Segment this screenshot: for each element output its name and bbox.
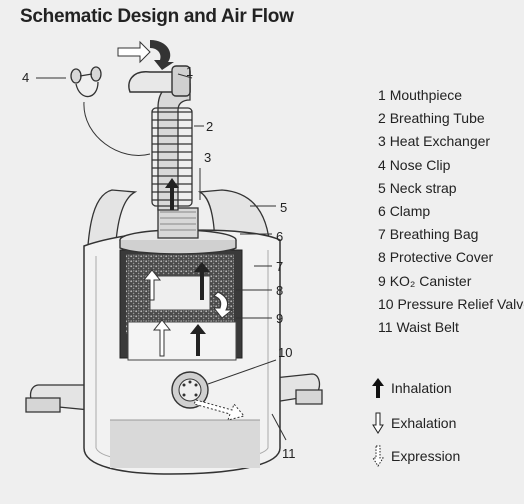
solid-arrow-icon	[372, 378, 384, 398]
callout-11: 11	[282, 446, 296, 461]
callout-1: 1	[186, 64, 194, 79]
legend-item: 11 Waist Belt	[378, 319, 459, 336]
air-flow-arrows	[117, 40, 245, 421]
legend-item: 5 Neck strap	[378, 179, 457, 196]
key-label: Exhalation	[391, 415, 457, 431]
key-inhalation: Inhalation	[372, 378, 452, 398]
legend-item: 8 Protective Cover	[378, 249, 494, 266]
legend-item: 6 Clamp	[378, 203, 431, 220]
outline-arrow-icon	[372, 412, 384, 434]
waist-belt	[25, 373, 323, 413]
heat-exchanger	[157, 207, 199, 239]
callout-6: 6	[276, 229, 284, 244]
callout-8: 8	[276, 283, 284, 298]
nose-clip	[70, 66, 151, 156]
callout-10: 10	[278, 345, 293, 360]
callout-2: 2	[206, 119, 214, 134]
legend-item: 3 Heat Exchanger	[378, 133, 491, 150]
dashed-arrow-icon	[372, 445, 384, 467]
key-exhalation: Exhalation	[372, 412, 456, 434]
key-label: Inhalation	[391, 380, 452, 396]
mouthpiece	[128, 65, 191, 97]
callout-7: 7	[276, 259, 284, 274]
legend-item: 2 Breathing Tube	[378, 110, 485, 127]
callout-3: 3	[204, 150, 212, 165]
key-expression: Expression	[372, 445, 460, 467]
legend-item: 7 Breathing Bag	[378, 226, 479, 243]
ko2-canister	[127, 321, 237, 361]
legend-item: 4 Nose Clip	[378, 156, 451, 173]
callout-9: 9	[276, 311, 284, 326]
pressure-relief-valve	[171, 371, 209, 409]
callout-5: 5	[280, 200, 288, 215]
legend-item: 9 KO₂ Canister	[378, 272, 472, 289]
leader-lines	[36, 73, 287, 441]
clamp	[119, 229, 237, 255]
legend-item: 10 Pressure Relief Valve	[378, 295, 524, 312]
parts-legend: 1 Mouthpiece 2 Breathing Tube 3 Heat Exc…	[378, 84, 524, 339]
key-label: Expression	[391, 448, 461, 464]
diagram-title: Schematic Design and Air Flow	[20, 6, 294, 27]
callout-4: 4	[22, 70, 30, 85]
legend-item: 1 Mouthpiece	[378, 87, 463, 103]
